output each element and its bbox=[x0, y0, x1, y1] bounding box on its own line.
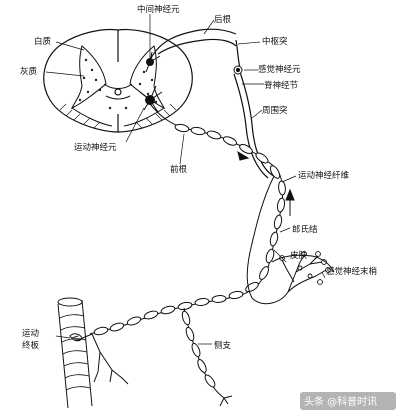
arrow-sensory bbox=[285, 188, 295, 201]
label-dorsal-root: 后根 bbox=[214, 14, 232, 25]
label-interneuron: 中间神经元 bbox=[137, 4, 180, 15]
label-node-of-ranvier: 郎氏结 bbox=[292, 224, 318, 235]
peripheral-process bbox=[239, 71, 275, 177]
label-sensory-neuron: 感觉神经元 bbox=[258, 64, 301, 75]
skin-receptor bbox=[246, 175, 335, 305]
label-central-process: 中枢突 bbox=[262, 36, 288, 47]
sensory-ending-loops bbox=[279, 251, 331, 285]
central-canal bbox=[114, 88, 122, 96]
motor-endplate bbox=[69, 333, 83, 342]
label-white-matter: 白质 bbox=[34, 36, 52, 47]
label-ventral-root: 前根 bbox=[170, 164, 188, 175]
label-motor-endplate-line1: 运动 bbox=[22, 328, 40, 339]
labels: 中间神经元 后根 白质 中枢突 灰质 感觉神经元 脊神经节 周围突 运动神经元 … bbox=[20, 4, 378, 351]
label-sensory-endings: 感觉神经末梢 bbox=[326, 266, 378, 277]
label-motor-endplate-line2: 终板 bbox=[22, 340, 40, 351]
muscle-fiber bbox=[57, 297, 93, 409]
label-motor-neuron: 运动神经元 bbox=[74, 142, 117, 153]
watermark: 头条 @科普时讯 bbox=[300, 392, 396, 410]
leader-lines bbox=[45, 14, 326, 345]
label-skin: 皮肤 bbox=[290, 250, 308, 261]
gray-matter-stipple bbox=[78, 58, 158, 110]
direction-arrows bbox=[237, 150, 295, 216]
collateral-branch bbox=[181, 307, 233, 407]
spinal-cord bbox=[43, 28, 193, 133]
label-spinal-ganglion: 脊神经节 bbox=[264, 80, 299, 91]
label-motor-fiber: 运动神经纤维 bbox=[298, 170, 350, 181]
myelin-segments bbox=[93, 123, 286, 336]
white-matter-hatch bbox=[59, 103, 177, 129]
watermark-text: 头条 @科普时讯 bbox=[304, 395, 377, 408]
label-collateral: 侧支 bbox=[214, 340, 232, 351]
label-gray-matter: 灰质 bbox=[20, 66, 38, 77]
arrow-motor bbox=[237, 150, 250, 161]
interneuron-cell bbox=[145, 51, 161, 73]
dorsal-root bbox=[149, 28, 275, 179]
label-peripheral-process: 周围突 bbox=[262, 105, 288, 116]
spinal-ganglion bbox=[233, 65, 243, 75]
